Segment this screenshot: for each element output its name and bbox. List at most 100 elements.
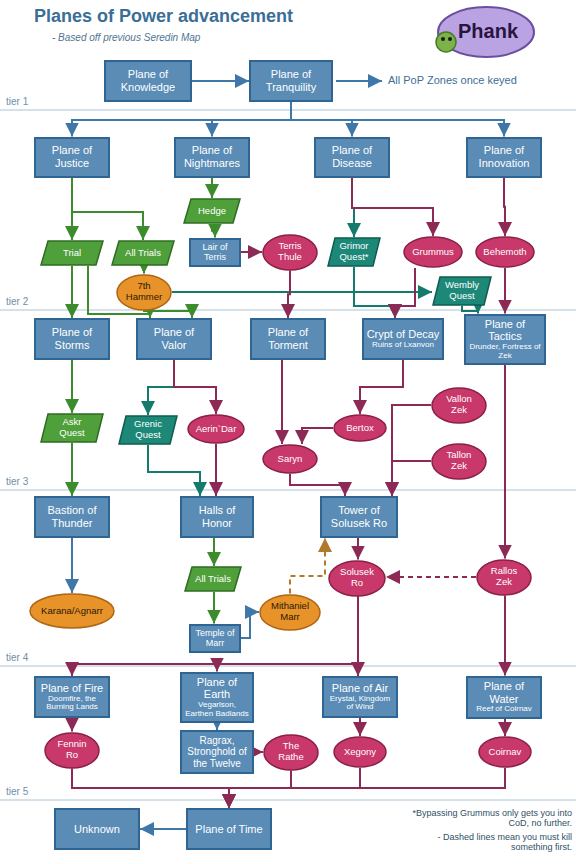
zone-box: Plane of EarthVegarlson, Earthen Badland…	[180, 672, 254, 723]
node-title: Plane of Air	[326, 682, 394, 695]
boss-ellipse: Behemoth	[475, 236, 535, 268]
node-text-group: Plane of TacticsDrunder, Fortress of Zek	[468, 318, 542, 361]
connector-arrow	[71, 538, 73, 593]
zone-box: Halls of Honor	[180, 496, 254, 538]
connector-arrow	[211, 178, 213, 199]
connector-arrow	[215, 444, 217, 496]
node-text-group: The Rathe	[270, 741, 311, 763]
boss-ellipse: Bertox	[333, 414, 387, 442]
connector-arrow	[395, 268, 415, 318]
zone-box: Tower of Solusek Ro	[320, 496, 398, 538]
node-text-group: Plane of Nightmares	[178, 144, 246, 169]
node-text-group: Grenic Quest	[129, 419, 167, 441]
boss-ellipse: Aerin`Dar	[187, 414, 245, 444]
connector-arrow	[359, 718, 361, 736]
node-title: Plane of Valor	[140, 326, 208, 351]
diagram-caption: - Based off previous Seredin Map	[52, 32, 200, 43]
node-title: All Trials	[195, 574, 231, 585]
node-text-group: Plane of Storms	[38, 326, 106, 351]
node-title: 7th Hammer	[123, 281, 164, 303]
zone-box: Lair of Terris	[189, 238, 241, 267]
connector-arrow	[288, 271, 290, 319]
node-title: Saryn	[269, 454, 310, 465]
connector-arrow	[71, 360, 73, 413]
node-title: Grummus	[411, 247, 455, 258]
node-text-group: Solusek Ro	[336, 567, 379, 589]
connector-arrow	[504, 178, 505, 237]
node-title: Hedge	[194, 206, 230, 217]
event-ellipse: Mithaniel Marr	[259, 594, 321, 631]
node-title: Plane of Torment	[254, 326, 322, 351]
node-title: Plane of Tactics	[468, 318, 542, 343]
node-text-group: Askr Quest	[51, 417, 93, 439]
connector-arrow	[192, 80, 249, 82]
footnote: - Dashed lines mean you must kill someth…	[412, 832, 572, 853]
connector-arrow	[172, 291, 432, 293]
tier-lines	[0, 110, 576, 800]
connector-arrow	[212, 224, 215, 238]
node-text-group: Plane of Justice	[38, 144, 106, 169]
quest-parallelogram: Askr Quest	[40, 413, 104, 443]
connector-arrow	[143, 266, 144, 274]
tier-label: tier 4	[6, 652, 28, 664]
node-title: Temple of Marr	[193, 628, 237, 649]
zone-box: Plane of Valor	[136, 318, 212, 360]
connector-arrow	[144, 311, 192, 319]
node-subtitle: Erystai, Kingdom of Wind	[326, 695, 394, 713]
node-title: Lair of Terris	[193, 242, 237, 263]
node-title: Tower of Solusek Ro	[324, 504, 394, 529]
node-text-group: Rallos Zek	[483, 566, 524, 588]
node-text-group: Grimor Quest*	[338, 241, 370, 263]
connector-arrow	[290, 474, 345, 496]
node-title: Plane of Water	[470, 680, 538, 705]
event-ellipse: 7th Hammer	[116, 274, 172, 311]
connector-arrow	[504, 268, 506, 314]
node-text-group: Plane of WaterReef of Coirnav	[470, 680, 538, 714]
connector-arrow	[71, 718, 73, 732]
boss-ellipse: Terris Thule	[262, 234, 318, 271]
connector-arrow	[71, 266, 73, 318]
quest-parallelogram: All Trials	[111, 240, 175, 266]
quest-parallelogram: Grenic Quest	[118, 415, 178, 445]
node-text-group: Plane of Disease	[318, 144, 386, 169]
node-text-group: Lair of Terris	[193, 242, 237, 263]
boss-ellipse: Fennin Ro	[44, 732, 100, 769]
tier-label: tier 1	[6, 96, 28, 108]
node-title: Vallon Zek	[438, 394, 479, 416]
connector-arrow	[148, 360, 174, 415]
node-title: Aerin`Dar	[195, 424, 238, 435]
logo-creature	[436, 32, 456, 52]
zone-box: Plane of Time	[186, 808, 272, 850]
connector-arrow	[241, 251, 262, 253]
node-text-group: Behemoth	[483, 247, 527, 258]
logo-text: Phank	[458, 20, 516, 43]
node-title: Terris Thule	[269, 241, 310, 263]
connector-arrow	[212, 102, 291, 137]
connector-arrow	[174, 360, 216, 414]
quest-parallelogram: All Trials	[184, 566, 242, 592]
zone-box: Unknown	[54, 808, 140, 850]
node-title: Plane of Time	[190, 823, 268, 836]
node-text-group: Hedge	[194, 206, 230, 217]
node-subtitle: Reef of Coirnav	[470, 705, 538, 714]
tier-label: tier 3	[6, 476, 28, 488]
connector-arrow	[281, 360, 283, 444]
connector-arrow	[354, 267, 395, 318]
node-title: Unknown	[58, 823, 136, 836]
connector-arrow	[241, 612, 259, 638]
boss-ellipse: The Rathe	[263, 734, 319, 771]
connector-arrow	[352, 178, 433, 237]
connector-arrow	[357, 597, 359, 677]
zone-box: Plane of WaterReef of Coirnav	[466, 676, 542, 719]
connector-arrow	[254, 751, 263, 753]
footnote: *Bypassing Grummus only gets you into Co…	[412, 808, 572, 829]
zones-arrow	[336, 80, 382, 82]
quest-parallelogram: Wembly Quest	[432, 276, 492, 306]
node-title: Plane of Nightmares	[178, 144, 246, 169]
node-text-group: Vallon Zek	[438, 394, 479, 416]
quest-parallelogram: Trial	[40, 240, 104, 266]
boss-ellipse: Tallon Zek	[431, 443, 487, 480]
node-subtitle: Ruins of Lxanvon	[366, 341, 440, 350]
node-title: Tallon Zek	[438, 450, 479, 472]
node-title: Plane of Tranquility	[253, 68, 329, 93]
